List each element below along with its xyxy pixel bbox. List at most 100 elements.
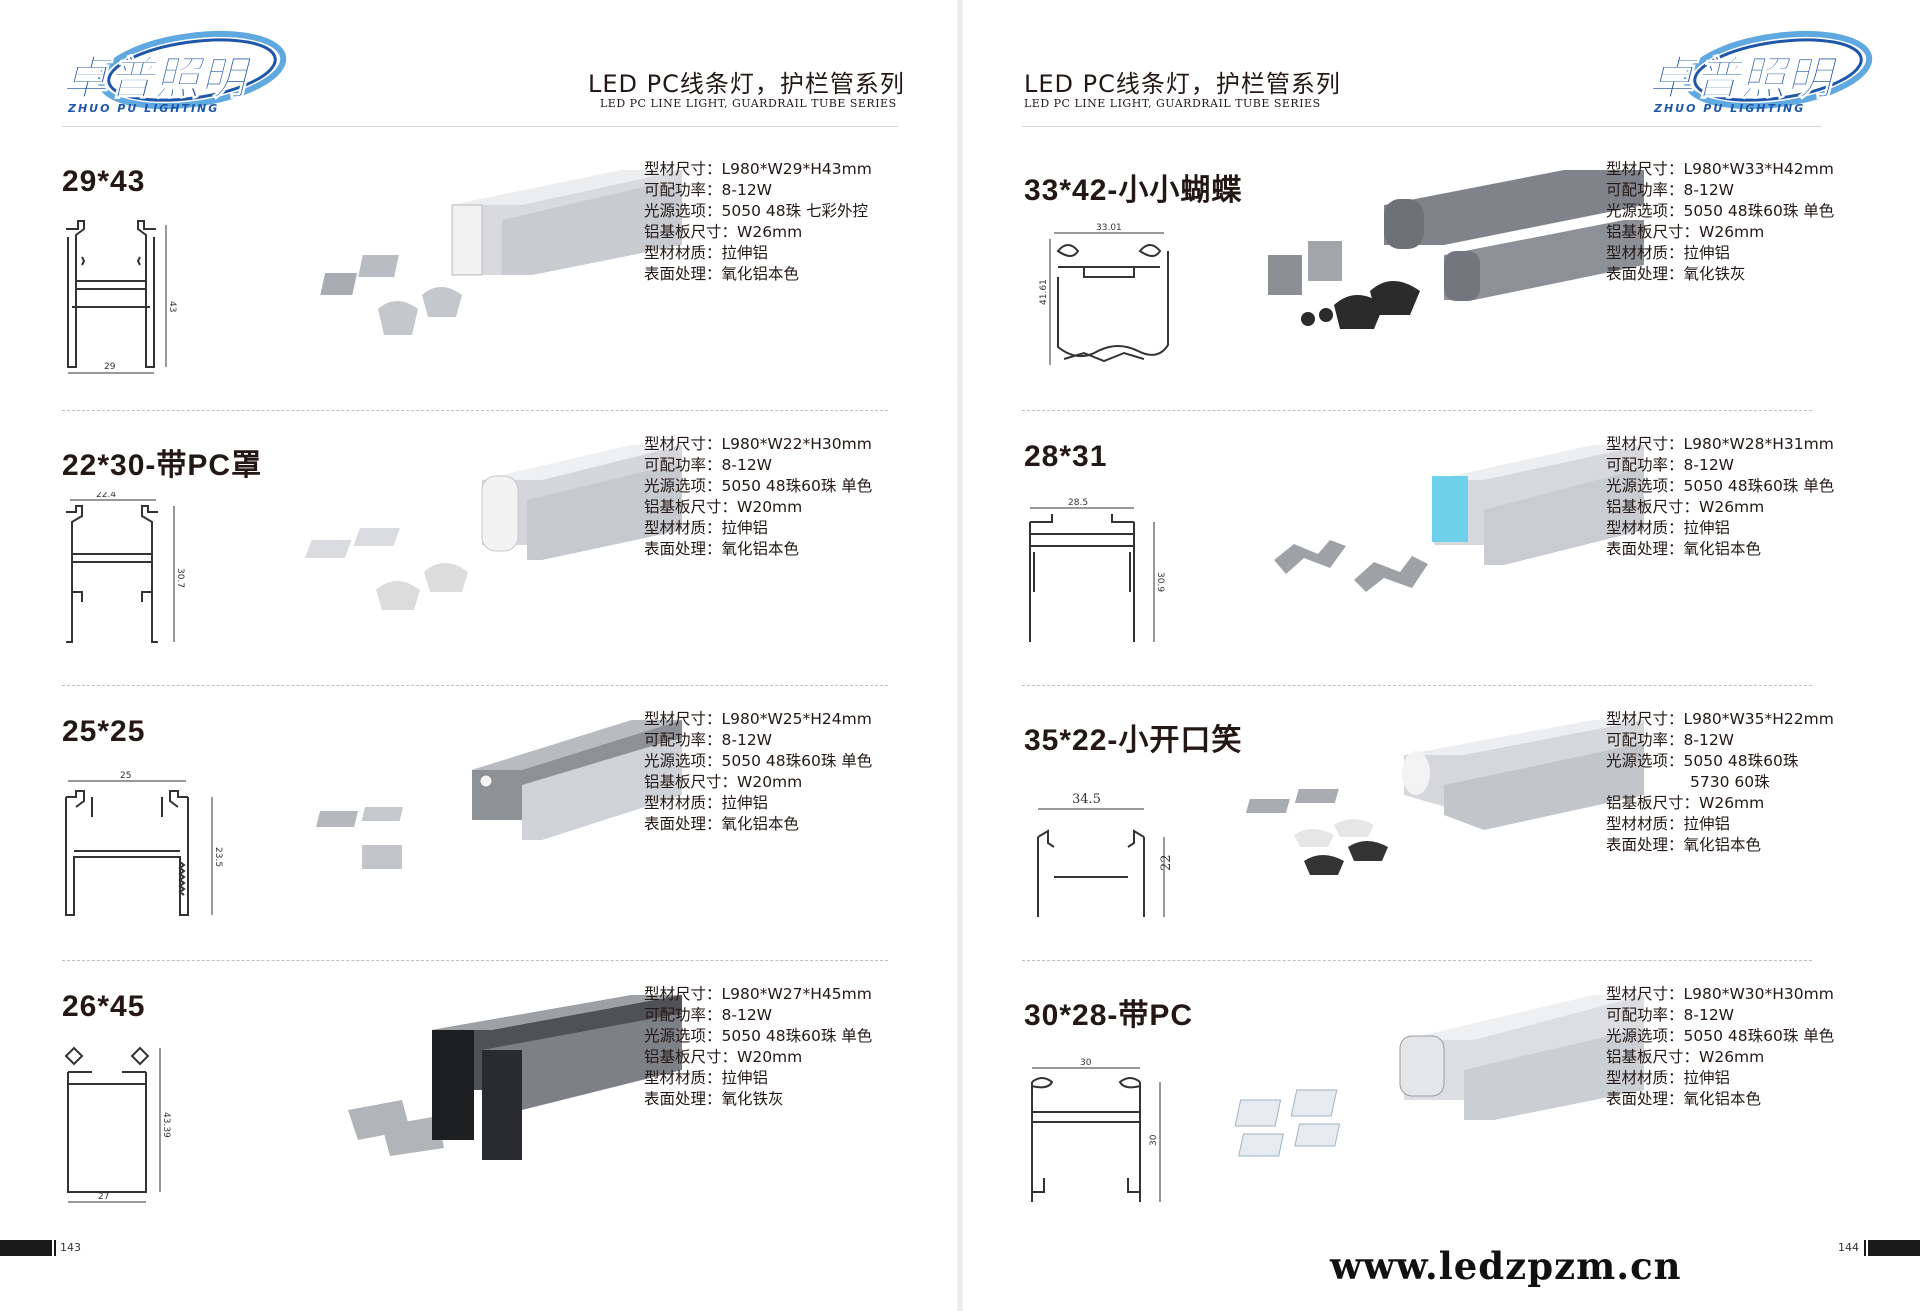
- product-photo: [305, 445, 682, 610]
- accessory-clips-icon: [305, 528, 468, 610]
- profile-extrusion-icon: [1402, 720, 1644, 830]
- left-page: 卓普照明 ZHUO PU LIGHTING LED PC线条灯，护栏管系列 LE…: [0, 24, 905, 1256]
- page-number-tick: [1864, 1240, 1866, 1256]
- section-divider: [1022, 410, 1812, 411]
- product-photo: [1245, 720, 1644, 875]
- spec-finish: 表面处理：氧化铝本色: [644, 540, 800, 558]
- product-name: 33*42-小小蝴蝶: [1024, 174, 1243, 207]
- page-subtitle: LED PC LINE LIGHT, GUARDRAIL TUBE SERIES: [600, 97, 897, 110]
- product-name: 22*30-带PC罩: [62, 449, 263, 482]
- drawing-height-label: 30.9: [1155, 572, 1165, 592]
- profile-drawing: 43.39 27: [64, 1046, 171, 1203]
- header-rule: [62, 126, 898, 127]
- spec-pcb-width: 铝基板尺寸：W26mm: [1606, 794, 1765, 812]
- spec-light-source-extra: 5730 60珠: [1690, 773, 1770, 791]
- section-divider: [62, 685, 888, 686]
- spec-size: 型材尺寸：L980*W35*H22mm: [1606, 710, 1834, 728]
- product-photo: [316, 720, 682, 869]
- spec-material: 型材材质：拉伸铝: [1606, 815, 1731, 833]
- spec-finish: 表面处理：氧化铁灰: [1606, 265, 1746, 283]
- product-photo: [1268, 170, 1644, 329]
- drawing-height-label: 23.5: [213, 847, 223, 867]
- profile-drawing: 34.5 22: [1037, 792, 1174, 917]
- profile-drawing: 25 23.5: [65, 771, 223, 916]
- product-name: 25*25: [62, 715, 146, 748]
- drawing-height-label: 30: [1149, 1134, 1159, 1146]
- product-name: 35*22-小开口笑: [1024, 724, 1243, 757]
- spec-light-source: 光源选项：5050 48珠60珠: [1606, 752, 1799, 770]
- brand-logo: 卓普照明 ZHUO PU LIGHTING: [42, 24, 292, 124]
- spec-material: 型材材质：拉伸铝: [644, 519, 769, 537]
- profile-extrusion-icon: [1384, 170, 1644, 301]
- spec-size: 型材尺寸：L980*W29*H43mm: [644, 160, 872, 178]
- profile-extrusion-icon: [1399, 995, 1644, 1120]
- product-card-33x42: 33*42-小小蝴蝶 33.01 41.61: [1024, 160, 1864, 420]
- spec-finish: 表面处理：氧化铁灰: [644, 1090, 784, 1108]
- profile-extrusion-icon: [481, 445, 682, 560]
- page-number: 143: [60, 1241, 81, 1254]
- spec-light-source: 光源选项：5050 48珠60珠 单色: [644, 752, 873, 770]
- product-name: 28*31: [1024, 440, 1108, 473]
- product-name: 26*45: [62, 990, 146, 1023]
- spec-list: 型材尺寸：L980*W27*H45mm 可配功率：8-12W 光源选项：5050…: [644, 984, 872, 1110]
- logo-cn-text: 卓普照明: [1648, 51, 1839, 105]
- spec-size: 型材尺寸：L980*W30*H30mm: [1606, 985, 1834, 1003]
- spec-pcb-width: 铝基板尺寸：W26mm: [644, 223, 803, 241]
- spec-power: 可配功率：8-12W: [644, 731, 773, 749]
- spec-size: 型材尺寸：L980*W25*H24mm: [644, 710, 872, 728]
- spec-list: 型材尺寸：L980*W35*H22mm 可配功率：8-12W 光源选项：5050…: [1606, 709, 1834, 856]
- accessory-clips-icon: [1245, 789, 1388, 875]
- spec-material: 型材材质：拉伸铝: [1606, 244, 1731, 262]
- page-number-bar: [1868, 1240, 1920, 1256]
- spec-pcb-width: 铝基板尺寸：W20mm: [644, 1048, 803, 1066]
- drawing-width-label: 28.5: [1068, 498, 1088, 508]
- spec-material: 型材材质：拉伸铝: [644, 1069, 769, 1087]
- spec-finish: 表面处理：氧化铝本色: [1606, 540, 1762, 558]
- spec-size: 型材尺寸：L980*W33*H42mm: [1606, 160, 1834, 178]
- drawing-width-label: 30: [1080, 1058, 1092, 1068]
- product-card-28x31: 28*31 28.5 30.9: [1024, 435, 1864, 695]
- book-spine: [957, 0, 963, 1311]
- product-name: 30*28-带PC: [1024, 999, 1194, 1032]
- page-title: LED PC线条灯，护栏管系列: [1024, 70, 1341, 98]
- brand-logo: 卓普照明 ZHUO PU LIGHTING: [1628, 24, 1878, 124]
- drawing-height-label: 43.39: [161, 1112, 171, 1138]
- spec-list: 型材尺寸：L980*W28*H31mm 可配功率：8-12W 光源选项：5050…: [1606, 434, 1834, 560]
- profile-extrusion-icon: [472, 720, 682, 840]
- page-number-bar: [0, 1240, 52, 1256]
- product-name: 29*43: [62, 165, 146, 198]
- spec-list: 型材尺寸：L980*W29*H43mm 可配功率：8-12W 光源选项：5050…: [644, 159, 872, 285]
- spec-material: 型材材质：拉伸铝: [1606, 1069, 1731, 1087]
- product-card-25x25: 25*25 25 23.5: [62, 710, 902, 970]
- section-divider: [1022, 960, 1812, 961]
- profile-extrusion-icon: [451, 170, 682, 276]
- spec-material: 型材材质：拉伸铝: [1606, 519, 1731, 537]
- spec-material: 型材材质：拉伸铝: [644, 794, 769, 812]
- spec-light-source: 光源选项：5050 48珠60珠 单色: [644, 1027, 873, 1045]
- spec-power: 可配功率：8-12W: [1606, 1006, 1735, 1024]
- spec-pcb-width: 铝基板尺寸：W20mm: [644, 773, 803, 791]
- logo-en-text: ZHUO PU LIGHTING: [67, 102, 219, 115]
- logo-cn-text: 卓普照明: [62, 51, 253, 105]
- brand-logo-graphic: 卓普照明 ZHUO PU LIGHTING: [62, 30, 287, 115]
- profile-drawing: 30 30: [1031, 1058, 1161, 1202]
- drawing-width-label: 27: [98, 1192, 109, 1202]
- drawing-height-label: 43: [167, 301, 177, 312]
- spec-light-source: 光源选项：5050 48珠 七彩外控: [644, 202, 869, 220]
- page-number-tick: [54, 1240, 56, 1256]
- spec-light-source: 光源选项：5050 48珠60珠 单色: [1606, 202, 1835, 220]
- profile-drawing: 22.4 30.7: [66, 492, 185, 643]
- spec-power: 可配功率：8-12W: [1606, 731, 1735, 749]
- spec-power: 可配功率：8-12W: [644, 456, 773, 474]
- section-divider: [62, 410, 888, 411]
- header-rule: [1022, 126, 1822, 127]
- page-title: LED PC线条灯，护栏管系列: [588, 70, 905, 98]
- spec-pcb-width: 铝基板尺寸：W26mm: [1606, 498, 1765, 516]
- profile-drawing: 43 29: [66, 220, 177, 374]
- spec-finish: 表面处理：氧化铝本色: [644, 265, 800, 283]
- drawing-width-label: 34.5: [1072, 792, 1101, 807]
- profile-extrusion-icon: [1432, 445, 1644, 565]
- spec-light-source: 光源选项：5050 48珠60珠 单色: [1606, 477, 1835, 495]
- logo-en-text: ZHUO PU LIGHTING: [1653, 102, 1805, 115]
